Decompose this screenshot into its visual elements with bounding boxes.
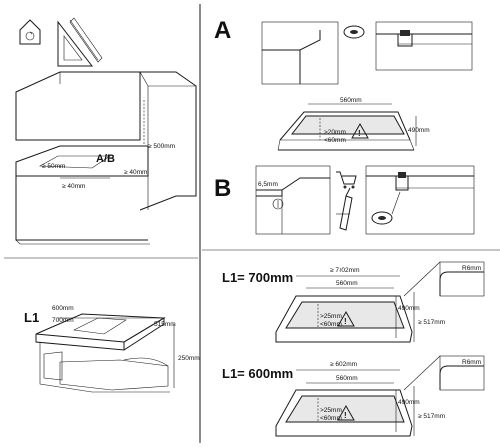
l1-700-edge-max: <60mm bbox=[320, 321, 342, 328]
height-label: 250mm bbox=[178, 355, 200, 362]
side-clearance-label: ≥ 50mm bbox=[42, 163, 65, 170]
a-edge-min-label: >20mm bbox=[324, 129, 346, 136]
l1-700-title: L1= 700mm bbox=[222, 270, 293, 285]
svg-text:!: ! bbox=[344, 411, 347, 420]
section-a-label: A bbox=[214, 17, 231, 44]
l1-600-radius: R6mm bbox=[462, 359, 481, 366]
section-b-label: B bbox=[214, 175, 231, 202]
kitchen-cabinet-drawing bbox=[15, 71, 197, 245]
cabinet-house-icon bbox=[19, 19, 41, 45]
warning-icon: ! bbox=[337, 310, 355, 327]
l1-600-outer-depth: ≥ 517mm bbox=[418, 413, 445, 420]
depth-label: 515mm bbox=[154, 321, 176, 328]
sealing-tape-icon bbox=[343, 25, 365, 39]
top-clearance-label: ≥ 500mm bbox=[148, 143, 175, 150]
l1-700-radius-detail bbox=[403, 261, 485, 297]
front-clearance-label: ≥ 40mm bbox=[62, 183, 85, 190]
shopping-cart-icon bbox=[336, 171, 357, 189]
appliance-l1-label: L1 bbox=[24, 310, 39, 325]
l1-600-inner-width: 560mm bbox=[336, 375, 358, 382]
a-sealing-detail bbox=[375, 21, 473, 71]
l1-600-inner-depth: 490mm bbox=[398, 399, 420, 406]
warning-icon: ! bbox=[351, 122, 369, 139]
l1-600-cutout-diagram bbox=[275, 386, 415, 437]
svg-text:!: ! bbox=[344, 317, 347, 326]
l1-700-outer-depth: ≥ 517mm bbox=[418, 319, 445, 326]
a-edge-max-label: <60mm bbox=[324, 137, 346, 144]
width-600-label: 600mm bbox=[52, 305, 74, 312]
l1-600-edge-max: <60mm bbox=[320, 415, 342, 422]
l1-700-cutout-diagram bbox=[275, 292, 415, 343]
back-clearance-label: ≥ 40mm bbox=[124, 169, 147, 176]
l1-700-edge-min: >25mm bbox=[320, 313, 342, 320]
l1-600-radius-detail bbox=[403, 355, 485, 391]
b-counter-step-detail bbox=[255, 165, 331, 235]
a-cutout-diagram bbox=[277, 103, 417, 151]
a-depth-label: 490mm bbox=[408, 127, 430, 134]
l1-700-outer-width: ≥ 7≀02mm bbox=[330, 267, 360, 274]
a-counter-edge-detail bbox=[261, 21, 339, 85]
set-square-icon bbox=[57, 17, 103, 67]
l1-700-inner-width: 560mm bbox=[336, 280, 358, 287]
b-sealing-detail bbox=[365, 165, 475, 235]
a-width-label: 560mm bbox=[340, 97, 362, 104]
svg-text:!: ! bbox=[358, 129, 361, 138]
b-step-label: 6,5mm bbox=[258, 181, 278, 188]
l1-600-edge-min: >25mm bbox=[320, 407, 342, 414]
silicone-tube-icon bbox=[336, 187, 353, 231]
l1-600-outer-width: ≥ 602mm bbox=[330, 361, 357, 368]
l1-600-title: L1= 600mm bbox=[222, 366, 293, 381]
l1-700-radius: R6mm bbox=[462, 265, 481, 272]
l1-700-inner-depth: 490mm bbox=[398, 305, 420, 312]
warning-icon: ! bbox=[337, 404, 355, 421]
appliance-drawing bbox=[35, 313, 175, 393]
cutout-label: A/B bbox=[96, 153, 115, 165]
width-700-label: 700mm bbox=[52, 317, 74, 324]
